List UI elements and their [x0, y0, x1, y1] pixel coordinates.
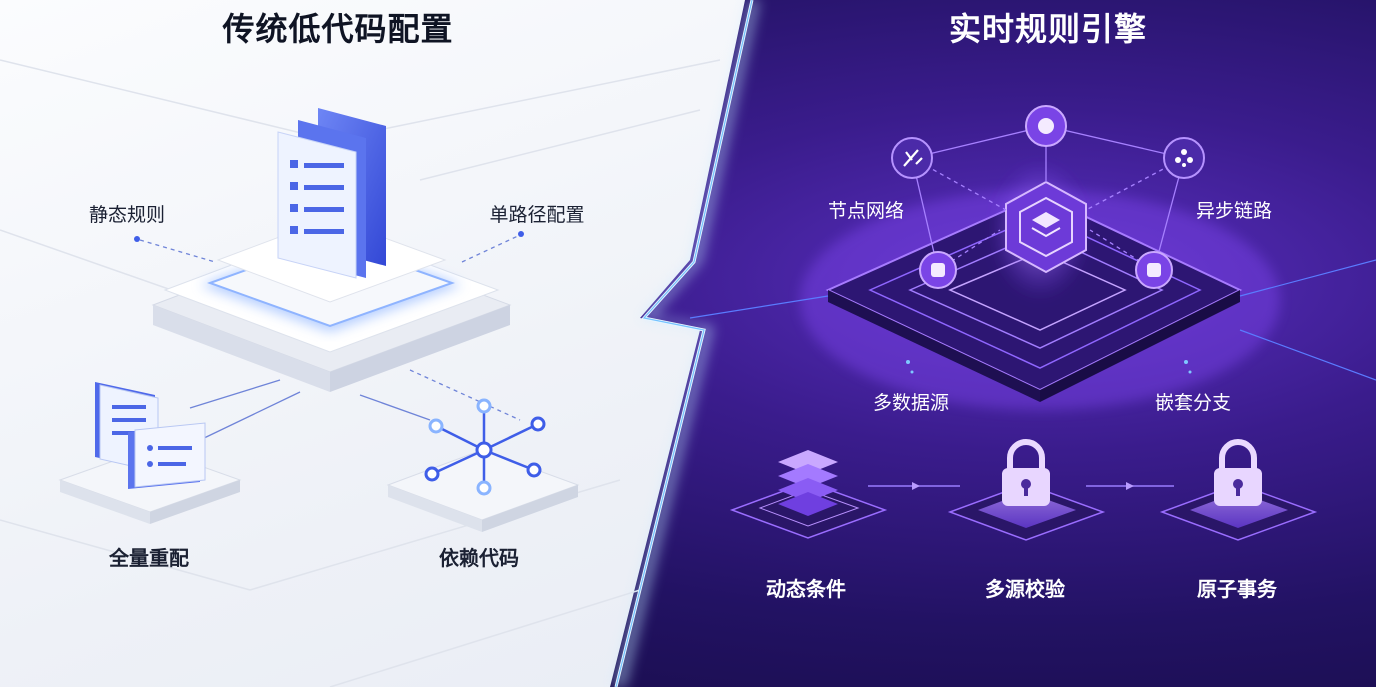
label-static-rules: 静态规则 — [88, 204, 166, 226]
left-title: 传统低代码配置 — [222, 10, 454, 48]
label-multi-source-check: 多源校验 — [985, 577, 1065, 601]
label-full-reconfig: 全量重配 — [109, 546, 189, 570]
platform-sparkles — [906, 360, 1192, 374]
label-atomic-transaction: 原子事务 — [1197, 577, 1277, 601]
left-connectors — [134, 231, 524, 441]
label-node-network: 节点网络 — [827, 200, 905, 222]
static-config-platform — [151, 217, 512, 392]
label-multi-source: 多数据源 — [872, 392, 950, 414]
atomic-transaction-tile — [1159, 439, 1318, 541]
label-single-path: 单路径配置 — [489, 204, 585, 226]
label-code-dependency: 依赖代码 — [439, 546, 519, 570]
dynamic-condition-tile — [729, 450, 888, 539]
label-dynamic-condition: 动态条件 — [766, 577, 846, 601]
flow-arrows — [868, 482, 1174, 490]
label-async-chain: 异步链路 — [1195, 200, 1273, 222]
document-stack-icon — [277, 108, 386, 279]
full-reconfig-tile — [58, 382, 242, 524]
engine-core-icon — [990, 160, 1090, 300]
network-nodes — [891, 105, 1205, 289]
lightning-divider — [612, 0, 760, 687]
right-title: 实时规则引擎 — [948, 10, 1148, 48]
multi-source-check-tile — [947, 439, 1106, 541]
code-dependency-tile — [386, 398, 580, 532]
label-nested-branch: 嵌套分支 — [1154, 392, 1232, 414]
